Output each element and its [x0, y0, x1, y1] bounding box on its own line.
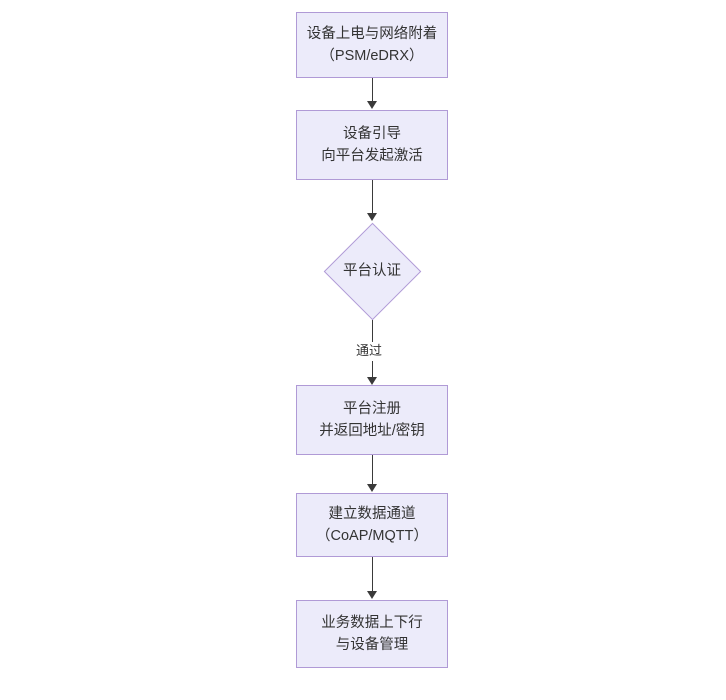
flow-node-platform-register-line2: 并返回地址/密钥 — [319, 423, 425, 439]
flow-edge-n5-n6 — [371, 557, 373, 593]
flow-node-device-bootstrap[interactable]: 设备引导 向平台发起激活 — [296, 110, 448, 180]
flow-node-business-data-line2: 与设备管理 — [335, 637, 409, 653]
flow-edge-n4-n5 — [371, 455, 373, 485]
flow-edge-n1-n2-arrowhead — [367, 101, 377, 109]
flow-node-device-power-on-line1: 设备上电与网络附着 — [306, 25, 438, 42]
flow-node-device-power-on-line2: （PSM/eDRX） — [320, 48, 424, 64]
flow-node-business-data[interactable]: 业务数据上下行 与设备管理 — [296, 600, 448, 668]
flow-node-data-channel-line1: 建立数据通道 — [328, 505, 416, 522]
flow-node-platform-auth-decision[interactable]: 平台认证 — [323, 222, 421, 320]
flow-node-platform-auth-label: 平台认证 — [343, 262, 401, 279]
flow-node-platform-register-line1: 平台注册 — [343, 400, 401, 417]
flow-node-device-bootstrap-line1: 设备引导 — [343, 125, 401, 142]
flow-edge-n4-n5-arrowhead — [367, 484, 377, 492]
flow-node-platform-register[interactable]: 平台注册 并返回地址/密钥 — [296, 385, 448, 455]
flow-node-data-channel[interactable]: 建立数据通道 （CoAP/MQTT） — [296, 493, 448, 557]
flow-edge-n2-n3 — [371, 180, 373, 214]
flow-edge-n1-n2 — [371, 78, 373, 102]
flow-edge-n3-n4-arrowhead — [367, 377, 377, 385]
flow-edge-n5-n6-arrowhead — [367, 591, 377, 599]
flow-node-device-bootstrap-line2: 向平台发起激活 — [321, 148, 423, 164]
flow-node-business-data-line1: 业务数据上下行 — [321, 614, 423, 631]
flow-node-device-power-on[interactable]: 设备上电与网络附着 （PSM/eDRX） — [296, 12, 448, 78]
flow-edge-n3-n4-label: 通过 — [354, 342, 385, 361]
flow-edge-n2-n3-arrowhead — [367, 213, 377, 221]
flow-node-data-channel-line2: （CoAP/MQTT） — [316, 528, 428, 544]
